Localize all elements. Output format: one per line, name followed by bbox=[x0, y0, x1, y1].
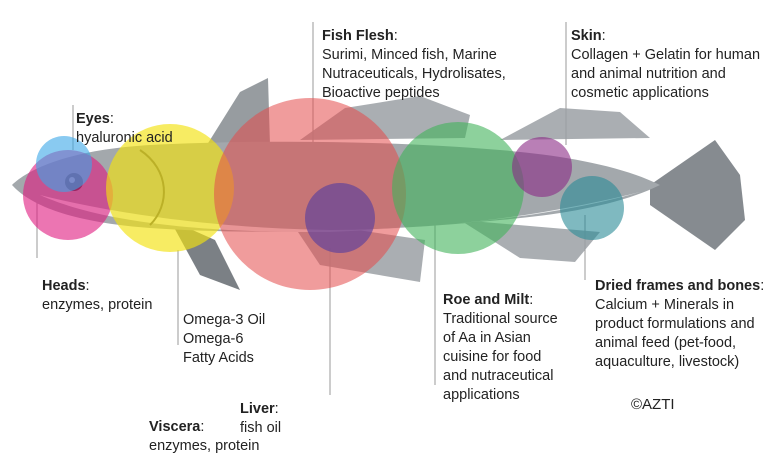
skin-text: Collagen + Gelatin for human and animal … bbox=[571, 46, 760, 103]
omega-label: Omega-3 Oil Omega-6 Fatty Acids bbox=[183, 292, 265, 387]
frames-text: Calcium + Minerals in product formulatio… bbox=[595, 296, 764, 372]
skin-title: Skin bbox=[571, 28, 602, 44]
roe-label: Roe and Milt: Traditional source of Aa i… bbox=[443, 272, 558, 424]
liver-circle bbox=[305, 183, 375, 253]
fish-flesh-label: Fish Flesh: Surimi, Minced fish, Marine … bbox=[322, 8, 506, 122]
credit-label: ©AZTI bbox=[631, 396, 675, 413]
frames-label: Dried frames and bones: Calcium + Minera… bbox=[595, 258, 764, 391]
flesh-circle bbox=[214, 98, 406, 290]
heads-title: Heads bbox=[42, 278, 86, 294]
frames-circle bbox=[560, 176, 624, 240]
skin-circle bbox=[512, 137, 572, 197]
frames-title: Dried frames and bones bbox=[595, 278, 760, 294]
skin-label: Skin: Collagen + Gelatin for human and a… bbox=[571, 8, 760, 122]
roe-text: Traditional source of Aa in Asian cuisin… bbox=[443, 310, 558, 405]
roe-circle bbox=[392, 122, 524, 254]
viscera-title: Viscera bbox=[149, 419, 200, 435]
viscera-label: Viscera: enzymes, protein bbox=[149, 399, 259, 456]
tail-fin bbox=[650, 140, 745, 250]
eyes-text: hyaluronic acid bbox=[76, 129, 173, 148]
fish-flesh-title: Fish Flesh bbox=[322, 28, 394, 44]
eyes-label: Eyes: hyaluronic acid bbox=[76, 91, 173, 167]
fish-flesh-text: Surimi, Minced fish, Marine Nutraceutica… bbox=[322, 46, 506, 103]
heads-text: enzymes, protein bbox=[42, 296, 152, 315]
viscera-text: enzymes, protein bbox=[149, 438, 259, 454]
heads-label: Heads: enzymes, protein bbox=[42, 258, 152, 334]
roe-title: Roe and Milt bbox=[443, 292, 529, 308]
omega-text: Omega-3 Oil Omega-6 Fatty Acids bbox=[183, 311, 265, 368]
eyes-title: Eyes bbox=[76, 111, 110, 127]
